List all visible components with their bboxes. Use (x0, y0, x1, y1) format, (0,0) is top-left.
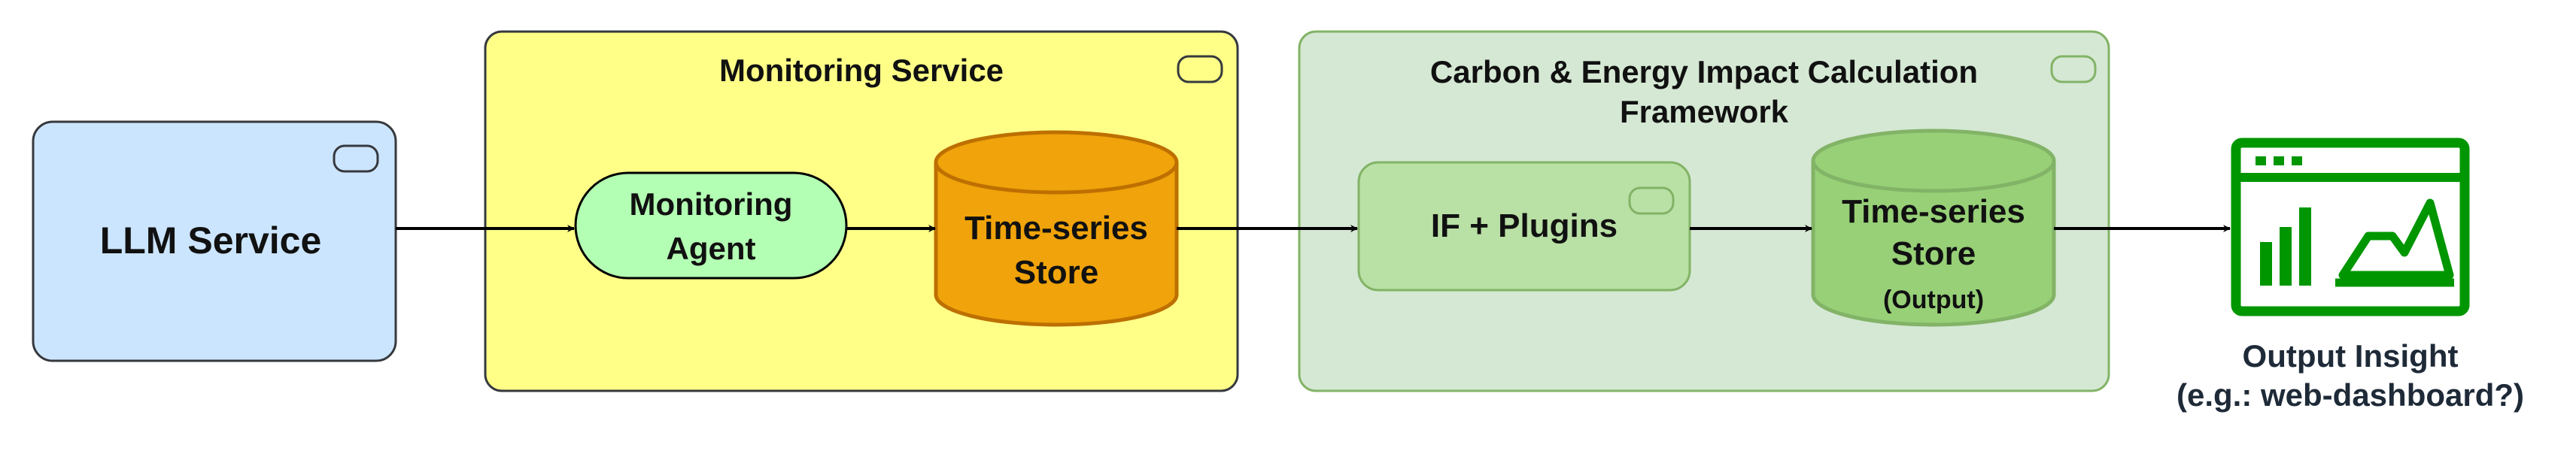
time-series-store-label-line2: Store (1014, 254, 1098, 291)
line-graph-glyph (2338, 198, 2454, 280)
bar-glyph (2280, 227, 2292, 286)
carbon-framework-title-line1: Carbon & Energy Impact Calculation (1430, 54, 1978, 89)
monitoring-agent-node: Monitoring Agent (574, 171, 848, 280)
component-icon (2050, 55, 2097, 83)
monitoring-agent-label-line1: Monitoring (630, 186, 793, 222)
time-series-store-output-node: Time-series Store (Output) (1811, 129, 2056, 327)
output-insight-label-line2: (e.g.: web-dashboard?) (2177, 377, 2524, 413)
time-series-store-output-label-line3: (Output) (1883, 286, 1984, 314)
monitoring-agent-label-line2: Agent (667, 231, 756, 266)
component-icon (1628, 186, 1675, 215)
bar-glyph (2299, 207, 2311, 286)
time-series-store-label-line1: Time-series (964, 210, 1148, 247)
time-series-store-output-label-line1: Time-series (1842, 193, 2025, 230)
bar-glyph (2260, 242, 2272, 286)
carbon-framework-title-line2: Framework (1620, 94, 1789, 129)
component-icon (1177, 55, 1223, 83)
if-plugins-node: IF + Plugins (1357, 161, 1691, 292)
time-series-store-output-label-line2: Store (1891, 235, 1976, 272)
web-dashboard-icon (2231, 138, 2470, 316)
component-icon (333, 144, 379, 173)
time-series-store-node: Time-series Store (934, 130, 1179, 327)
llm-service-node: LLM Service (32, 120, 397, 362)
llm-service-label: LLM Service (100, 219, 322, 262)
if-plugins-label: IF + Plugins (1431, 207, 1618, 244)
output-insight-label-line1: Output Insight (2243, 338, 2459, 374)
monitoring-service-title: Monitoring Service (719, 53, 1004, 88)
